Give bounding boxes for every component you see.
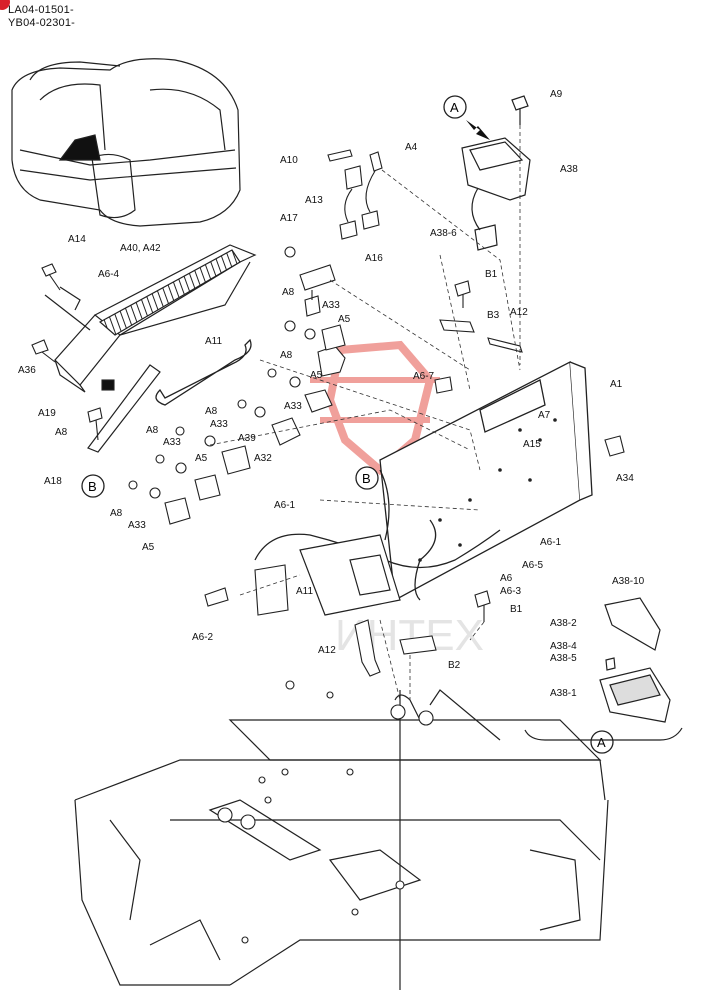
label-a14: A14 (68, 234, 86, 245)
label-a19: A19 (38, 408, 56, 419)
label-a15: A15 (523, 439, 541, 450)
label-a38-6: A38-6 (430, 228, 457, 239)
label-a9: A9 (550, 89, 563, 100)
serial-range-line-2: YB04-02301- (8, 17, 76, 29)
label-a6-5: A6-5 (522, 560, 544, 571)
part-b2 (399, 635, 437, 655)
machine-overview (11, 58, 241, 227)
bolt-a8-left (87, 407, 103, 441)
label-a33-e: A33 (128, 520, 146, 531)
hardware-cluster (128, 246, 346, 525)
label-a38: A38 (560, 164, 578, 175)
label-a13: A13 (305, 195, 323, 206)
label-a6-4: A6-4 (98, 269, 120, 280)
callout-circles (81, 95, 614, 754)
small-parts-b1-b3-a12 (434, 280, 625, 457)
label-a6-1-left: A6-1 (274, 500, 296, 511)
label-a40-a42: A40, A42 (120, 243, 161, 254)
label-a38-10: A38-10 (612, 576, 645, 587)
label-a6: A6 (500, 573, 513, 584)
label-a38-4: A38-4 (550, 641, 577, 652)
label-a6-2: A6-2 (192, 632, 214, 643)
label-b1-lower: B1 (510, 604, 523, 615)
callout-a-top: A (450, 100, 459, 115)
label-b2: B2 (448, 660, 461, 671)
label-a12-upper: A12 (510, 307, 528, 318)
label-a6-7: A6-7 (413, 371, 435, 382)
label-a38-5: A38-5 (550, 653, 577, 664)
main-panel-a1 (379, 360, 593, 602)
label-a10: A10 (280, 155, 298, 166)
label-a33-a: A33 (322, 300, 340, 311)
serial-range-line-1: LA04-01501- (8, 4, 74, 16)
handle-a11 (155, 338, 252, 406)
label-a34: A34 (616, 473, 634, 484)
callout-b-left: B (88, 479, 97, 494)
label-a36: A36 (18, 365, 36, 376)
chassis-bolts (217, 680, 434, 944)
panel-holes (418, 418, 557, 562)
label-a8-c: A8 (280, 350, 293, 361)
bracket-a11-lower (299, 534, 401, 616)
label-a33-d: A33 (163, 437, 181, 448)
label-a5-b: A5 (310, 370, 323, 381)
callout-a-detail: A (597, 735, 606, 750)
label-a4: A4 (405, 142, 418, 153)
part-a6-2 (204, 564, 289, 616)
bolt-b1-lower (474, 590, 491, 622)
label-a8-b: A8 (282, 287, 295, 298)
label-b3: B3 (487, 310, 500, 321)
detail-bracket-line (524, 727, 683, 741)
label-a8-f: A8 (110, 508, 123, 519)
label-a5-c: A5 (195, 453, 208, 464)
label-a5-a: A5 (338, 314, 351, 325)
part-a12-lower (354, 619, 381, 677)
label-a38-1: A38-1 (550, 688, 577, 699)
bolt-a36 (31, 339, 56, 363)
label-a17: A17 (280, 213, 298, 224)
label-a1: A1 (610, 379, 623, 390)
label-a16: A16 (365, 253, 383, 264)
label-a7: A7 (538, 410, 551, 421)
red-corner-badge (0, 0, 10, 10)
callout-b-center: B (362, 471, 371, 486)
bracket-a18 (87, 364, 161, 453)
clip-a19 (101, 379, 115, 391)
label-a6-3: A6-3 (500, 586, 522, 597)
leader-lines (209, 125, 521, 701)
label-a8-d: A8 (205, 406, 218, 417)
label-a33-c: A33 (210, 419, 228, 430)
relay-a16 (299, 264, 336, 317)
label-b1-upper: B1 (485, 269, 498, 280)
unit-a40-a42 (44, 244, 257, 393)
label-a5-d: A5 (142, 542, 155, 553)
label-a11-lower: A11 (296, 586, 313, 597)
label-a8-left: A8 (55, 427, 68, 438)
label-a38-2: A38-2 (550, 618, 577, 629)
switches-a4-a10-a13 (327, 149, 383, 240)
bolt-a14 (41, 263, 61, 291)
label-a8-e: A8 (146, 425, 159, 436)
chassis-frame (74, 689, 609, 990)
arrow-to-a38 (466, 120, 490, 140)
label-a12-lower: A12 (318, 645, 336, 656)
label-a32: A32 (254, 453, 272, 464)
label-a18: A18 (44, 476, 62, 487)
fuse-box-a38 (461, 95, 531, 251)
label-a6-1-right: A6-1 (540, 537, 562, 548)
label-a39: A39 (238, 433, 256, 444)
label-a33-b: A33 (284, 401, 302, 412)
part-labels: A9 A38 A38-6 A10 A4 A13 A17 A16 A14 A40,… (18, 89, 645, 699)
label-a11-handle: A11 (205, 336, 222, 347)
detail-a-fusebox (599, 597, 671, 723)
